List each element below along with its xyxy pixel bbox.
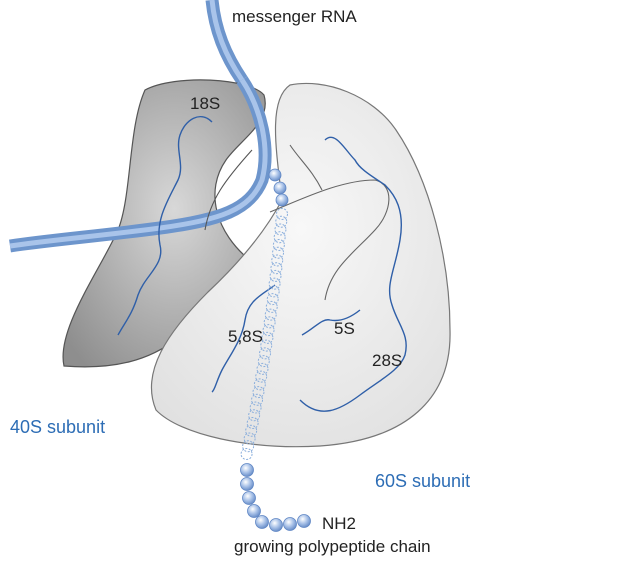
amino-acid-bead-hidden <box>249 401 262 414</box>
amino-acid-bead <box>247 504 261 518</box>
label-5s: 5S <box>334 319 355 338</box>
amino-acid-bead-hidden <box>272 246 285 259</box>
label-nh2: NH2 <box>322 514 357 533</box>
60s-fold-line <box>269 179 390 301</box>
amino-acid-bead-hidden <box>269 269 282 282</box>
amino-acid-bead-hidden <box>274 223 287 236</box>
amino-acid-bead <box>297 514 311 528</box>
amino-acid-bead-hidden <box>240 448 253 460</box>
amino-acid-bead-hidden <box>262 324 275 337</box>
amino-acid-bead-hidden <box>260 339 273 352</box>
subunit-60s <box>150 82 451 448</box>
rrna-28s <box>299 136 407 412</box>
amino-acid-bead-hidden <box>255 370 268 383</box>
amino-acid-bead-hidden <box>263 316 276 329</box>
amino-acid-bead <box>240 463 254 477</box>
amino-acid-bead <box>242 491 256 505</box>
amino-acid-bead-hidden <box>273 231 286 244</box>
label-40s-subunit: 40S subunit <box>10 417 106 437</box>
amino-acid-bead-hidden <box>266 293 279 306</box>
amino-acid-bead-hidden <box>242 440 255 453</box>
amino-acid-bead-hidden <box>275 215 288 228</box>
amino-acid-bead-hidden <box>256 362 269 375</box>
label-5-8s: 5,8S <box>228 327 263 346</box>
amino-acid-bead-hidden <box>252 386 265 399</box>
amino-acid-bead <box>255 515 269 529</box>
label-messenger-rna: messenger RNA <box>232 7 357 26</box>
amino-acid-bead-hidden <box>257 355 270 368</box>
label-18s: 18S <box>190 94 221 113</box>
amino-acid-bead-hidden <box>265 300 278 313</box>
rrna-5-8s <box>211 284 276 393</box>
amino-acid-bead-hidden <box>243 432 256 445</box>
amino-acid-bead-hidden <box>251 393 264 406</box>
amino-acid-bead-hidden <box>248 409 261 422</box>
amino-acid-bead-hidden <box>271 254 284 267</box>
amino-acid-bead-hidden <box>259 347 272 360</box>
rrna-5s <box>301 309 361 336</box>
amino-acid-bead-hidden <box>267 285 280 298</box>
amino-acid-bead-hidden <box>264 308 277 321</box>
label-growing-polypeptide-chain: growing polypeptide chain <box>234 537 431 556</box>
amino-acid-bead <box>240 477 254 491</box>
amino-acid-bead <box>275 193 289 207</box>
amino-acid-bead <box>268 168 282 182</box>
rrna-18s <box>117 116 213 336</box>
label-60s-subunit: 60S subunit <box>375 471 471 491</box>
amino-acid-bead-hidden <box>245 424 258 437</box>
amino-acid-bead-hidden <box>246 417 259 430</box>
amino-acid-bead-hidden <box>276 208 288 220</box>
amino-acid-bead <box>283 517 297 531</box>
amino-acid-bead-hidden <box>270 262 283 275</box>
amino-acid-bead-hidden <box>268 277 281 290</box>
label-28s: 28S <box>372 351 403 370</box>
polypeptide-chain <box>240 168 311 532</box>
amino-acid-bead-hidden <box>253 378 266 391</box>
amino-acid-bead <box>273 181 287 195</box>
amino-acid-bead-hidden <box>261 331 274 344</box>
amino-acid-bead-hidden <box>272 238 285 251</box>
amino-acid-bead <box>269 518 283 532</box>
